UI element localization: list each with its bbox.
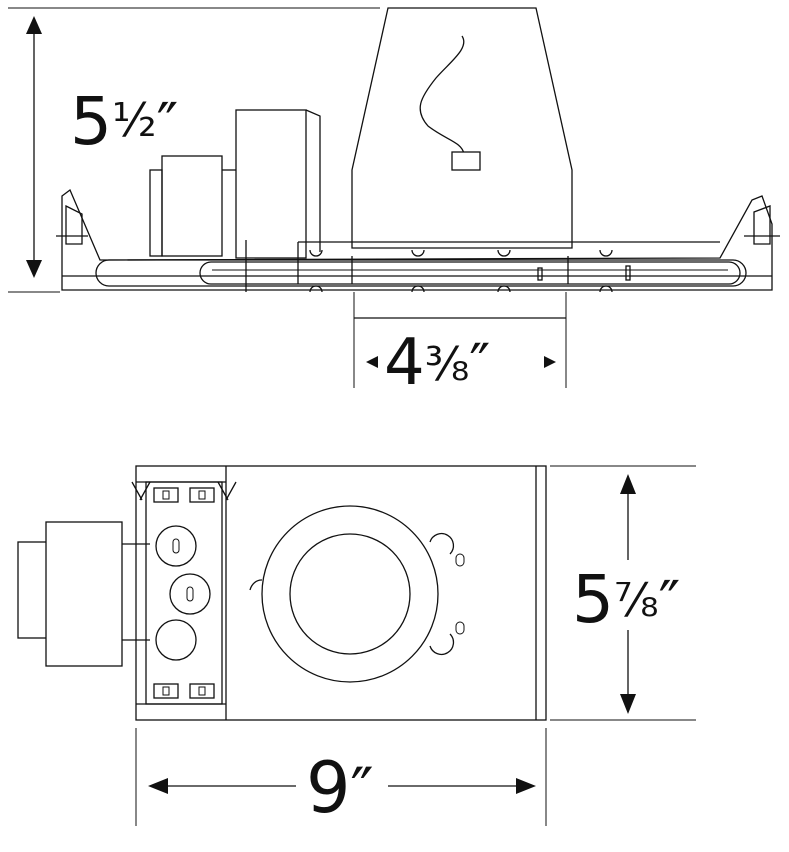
transformer-box — [161, 155, 223, 257]
bracket-right — [753, 205, 771, 245]
knockout-2 — [169, 573, 211, 615]
wire-connector — [451, 151, 481, 171]
bar-notches — [309, 249, 631, 293]
arrow-right-icon — [544, 356, 556, 368]
width-label: 5⅞″ — [572, 561, 680, 638]
arrow-right-icon-2 — [516, 778, 536, 794]
mounting-frame — [61, 188, 773, 291]
ballast-box — [235, 109, 307, 259]
spring-clip-bottom — [429, 633, 455, 656]
aperture-label: 4⅜″ — [384, 326, 490, 400]
transformer-tab — [149, 169, 163, 257]
arrow-down-icon — [26, 260, 42, 278]
bracket-left — [65, 204, 83, 245]
lamp-wire — [419, 35, 465, 155]
junction-clips — [153, 487, 215, 699]
bar-hanger-slot — [199, 261, 741, 285]
knockout-3 — [155, 619, 197, 661]
arrow-up-icon-2 — [620, 474, 636, 494]
knockout-1 — [155, 525, 197, 567]
spring-clip-top — [429, 532, 455, 555]
ballast-side — [305, 109, 321, 252]
arrow-down-icon-2 — [620, 694, 636, 714]
length-label: 9″ — [306, 747, 374, 829]
bar-hanger — [95, 259, 747, 287]
lamp-housing — [351, 7, 573, 249]
top-view — [17, 465, 696, 826]
arrow-left-icon — [366, 356, 378, 368]
side-box-large — [45, 521, 123, 667]
side-view — [8, 7, 780, 388]
aperture-inner-ring — [289, 533, 411, 655]
arrow-left-icon-2 — [148, 778, 168, 794]
aperture-outer-ring — [261, 505, 439, 683]
height-label: 5½″ — [70, 83, 178, 160]
side-box-small — [17, 541, 51, 639]
arrow-up-icon — [26, 16, 42, 34]
